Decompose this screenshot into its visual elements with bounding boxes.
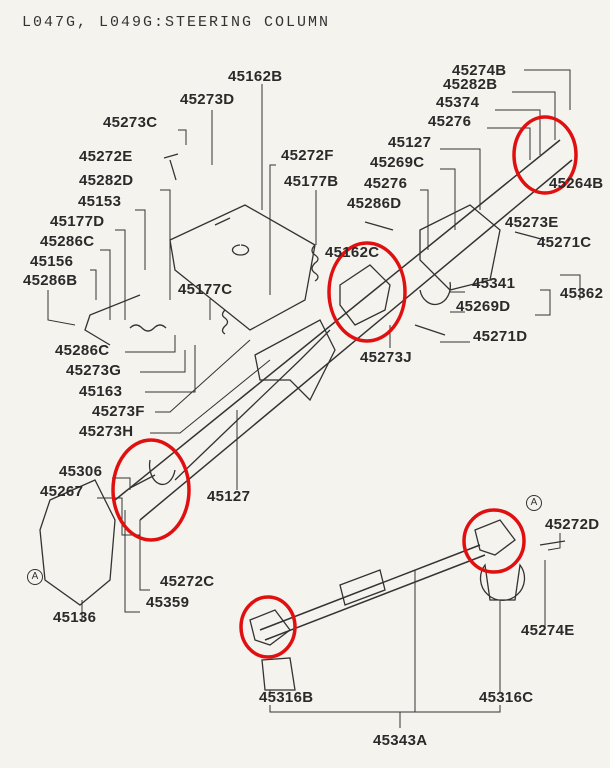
tilt-lever (84, 294, 141, 346)
part-label: 45286C (55, 342, 110, 359)
part-label: 45269D (456, 298, 511, 315)
part-label: 45267 (40, 483, 84, 500)
part-label: 45272C (160, 573, 215, 590)
part-label: 45286D (347, 195, 402, 212)
universal-joint-45162C (339, 264, 391, 326)
part-label: 45341 (472, 275, 516, 292)
lower-joint-45306 (129, 459, 176, 489)
part-label: 45362 (560, 285, 604, 302)
bolt-45271C (514, 231, 546, 241)
highlight-lower-joint (111, 438, 191, 542)
universal-joint-lower (249, 609, 291, 646)
part-label: 45271D (473, 328, 528, 345)
part-label: 45273H (79, 423, 134, 440)
part-label: 45274E (521, 622, 575, 639)
boot-45341 (419, 281, 452, 306)
highlight-upper-ujoint (327, 241, 407, 343)
bolt-45271D (414, 324, 446, 336)
part-label: 45127 (207, 488, 251, 505)
part-label: 45156 (30, 253, 74, 270)
part-label: 45272E (79, 148, 133, 165)
part-label: 45316B (259, 689, 314, 706)
part-label: 45276 (364, 175, 408, 192)
part-label: 45162C (325, 244, 380, 261)
part-label: 45273E (505, 214, 559, 231)
cover-45316C (479, 563, 526, 601)
part-label: 45282D (79, 172, 134, 189)
part-label: 45264B (549, 175, 604, 192)
part-label: 45163 (79, 383, 123, 400)
part-label: 45271C (537, 234, 592, 251)
diagram-title: L047G, L049G:STEERING COLUMN (22, 14, 331, 31)
highlight-circles (111, 115, 578, 659)
highlight-shaft-lower-joint (239, 595, 297, 659)
part-label: 45276 (428, 113, 472, 130)
bolt-45286D (364, 221, 394, 231)
column-bracket (169, 204, 316, 331)
reference-marker-a: A (27, 569, 43, 585)
part-label: 45272D (545, 516, 600, 533)
tilt-bracket (254, 319, 336, 402)
part-label: 45153 (78, 193, 122, 210)
part-label: 45359 (146, 594, 190, 611)
part-label: 45273J (360, 349, 412, 366)
part-label: 45177C (178, 281, 233, 298)
leader-lines (47, 69, 581, 728)
bolt-45272E (163, 153, 179, 181)
flange-45136 (39, 479, 116, 606)
part-label: 45269C (370, 154, 425, 171)
part-label: 45272F (281, 147, 334, 164)
part-label: 45162B (228, 68, 283, 85)
intermediate-shaft-45343A (259, 544, 486, 641)
part-label: 45286B (23, 272, 78, 289)
part-label: 45273C (103, 114, 158, 131)
upper-housing (419, 204, 501, 291)
part-label: 45274B (452, 62, 507, 79)
spring-45177B (311, 244, 319, 282)
part-label: 45273D (180, 91, 235, 108)
part-label: 45273G (66, 362, 122, 379)
highlight-upper-bearing (512, 115, 578, 195)
part-label: 45127 (388, 134, 432, 151)
part-label: 45343A (373, 732, 428, 749)
part-label: 45316C (479, 689, 534, 706)
part-label: 45282B (443, 76, 498, 93)
spring-45177C (221, 309, 229, 335)
highlight-shaft-upper-joint (462, 508, 526, 574)
part-label: 45177D (50, 213, 105, 230)
part-label: 45136 (53, 609, 97, 626)
part-label: 45306 (59, 463, 103, 480)
part-label: 45177B (284, 173, 339, 190)
part-label: 45273F (92, 403, 145, 420)
cover-45316B (261, 657, 296, 691)
spring-45177D (129, 324, 167, 332)
universal-joint-upper (474, 519, 516, 556)
bolt-45272D (539, 540, 566, 546)
part-label: 45286C (40, 233, 95, 250)
reference-marker-a: A (526, 495, 542, 511)
part-label: 45374 (436, 94, 480, 111)
